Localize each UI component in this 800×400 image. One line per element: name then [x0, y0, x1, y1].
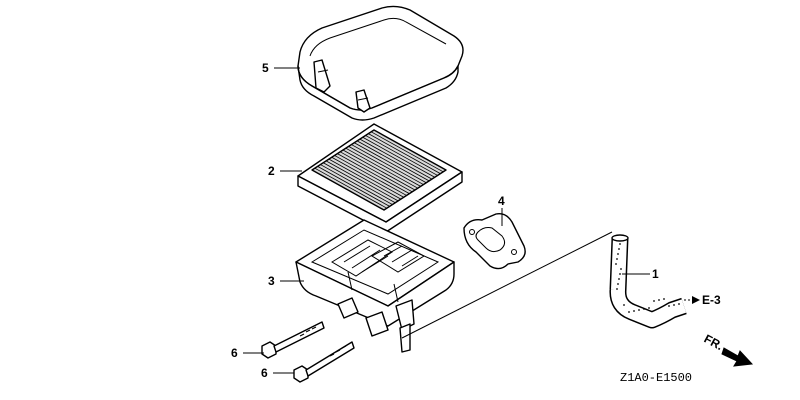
air-cleaner-case — [295, 219, 455, 353]
tube-speckle — [619, 243, 621, 245]
callout-2: 2 — [268, 164, 275, 178]
pleat-line — [331, 156, 404, 198]
tube-speckle — [663, 298, 665, 300]
pleat-line — [348, 146, 421, 187]
tube-speckle — [638, 309, 640, 311]
pleat-line — [362, 136, 435, 178]
pleat-line — [328, 158, 402, 200]
breather-tube — [609, 234, 687, 329]
tube-speckle — [618, 248, 620, 250]
pleat-line — [337, 153, 410, 194]
tube-speckle — [648, 307, 650, 309]
tube-speckle — [615, 263, 617, 265]
reference-e3: E-3 — [702, 293, 721, 307]
tube-speckle — [658, 299, 660, 301]
callout-4: 4 — [498, 194, 505, 208]
leader-lines — [243, 67, 700, 374]
bolt-lower — [293, 341, 355, 383]
air-filter-element — [297, 123, 463, 233]
pleat-line — [368, 133, 441, 174]
callout-6-lower: 6 — [261, 366, 268, 380]
tube-texture — [615, 243, 680, 313]
tube-speckle — [616, 288, 618, 290]
pleat-line — [354, 142, 427, 184]
pleat-line — [356, 140, 430, 182]
pleat-line — [334, 155, 407, 196]
tube-speckle — [616, 258, 618, 260]
callout-3: 3 — [268, 274, 275, 288]
pleat-line — [317, 166, 390, 207]
pleat-line — [370, 131, 444, 173]
pleat-line — [314, 167, 388, 209]
tube-speckle — [633, 310, 635, 312]
pleat-line — [325, 160, 399, 202]
pleat-line — [365, 135, 438, 176]
pleat-line — [339, 151, 413, 193]
air-cleaner-cover — [297, 5, 464, 121]
pleat-line — [323, 162, 396, 204]
pleat-line — [351, 144, 424, 185]
callout-6-upper: 6 — [231, 346, 238, 360]
tube-speckle — [618, 278, 620, 280]
tube-speckle — [617, 283, 619, 285]
tube-speckle — [668, 305, 670, 307]
tube-speckle — [673, 304, 675, 306]
pleat-line — [345, 147, 419, 189]
tube-speckle — [643, 308, 645, 310]
gasket — [463, 212, 526, 270]
front-arrow-icon — [721, 347, 754, 367]
front-label: FR. — [702, 332, 726, 353]
tube-speckle — [623, 304, 625, 306]
pleat-line — [342, 149, 416, 191]
tube-speckle — [619, 273, 621, 275]
drawing-code: Z1A0-E1500 — [620, 371, 692, 385]
tube-speckle — [678, 303, 680, 305]
pleat-line — [320, 164, 393, 205]
bolt-upper — [261, 321, 325, 359]
tube-speckle — [653, 300, 655, 302]
filter-pleats — [314, 131, 444, 209]
tube-speckle — [617, 253, 619, 255]
callout-5: 5 — [262, 61, 269, 75]
front-direction-indicator: FR. — [702, 332, 754, 367]
pleat-line — [359, 138, 433, 180]
callout-1: 1 — [652, 267, 659, 281]
tube-speckle — [628, 311, 630, 313]
tube-speckle — [620, 268, 622, 270]
